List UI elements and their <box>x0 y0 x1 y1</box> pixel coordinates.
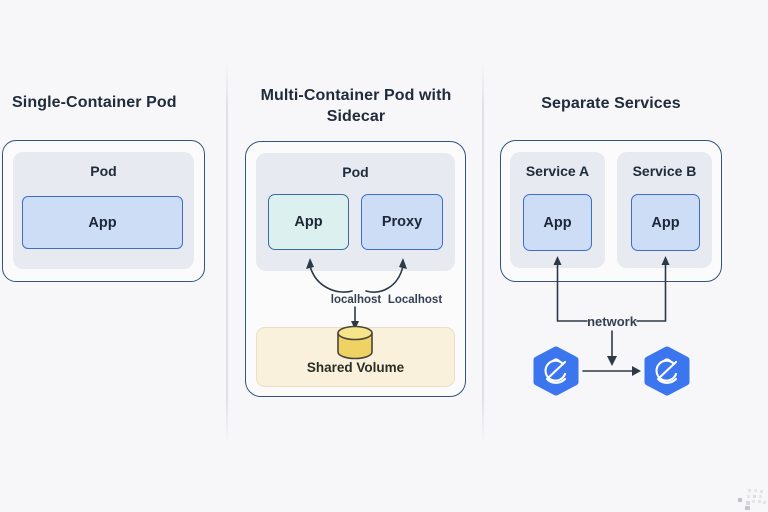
network-label: network <box>587 314 637 329</box>
localhost-label-left: localhost <box>330 294 382 306</box>
watermark <box>738 489 766 510</box>
shared-volume-box <box>256 327 455 387</box>
sidecar-proxy-box: Proxy <box>361 194 443 250</box>
service-b-app-box: App <box>631 194 700 251</box>
sidecar-app-box: App <box>268 194 349 250</box>
single-app-box: App <box>22 196 183 249</box>
panel-title-sidecar-line1: Multi-Container Pod with <box>260 87 452 104</box>
pod-label: Pod <box>342 164 369 180</box>
kubernetes-hexagon-icon <box>533 346 579 396</box>
service-b-label: Service B <box>632 163 697 179</box>
panel-title-services: Separate Services <box>541 95 681 112</box>
panel-title-sidecar-line2: Sidecar <box>326 108 386 125</box>
panel-title-sidecar: Multi-Container Pod with Sidecar <box>240 85 472 127</box>
arrowhead-network-down <box>607 356 617 366</box>
panel-divider-right <box>482 62 484 445</box>
panel-title-single: Single-Container Pod <box>12 94 177 111</box>
shared-volume-label: Shared Volume <box>306 360 405 375</box>
pod-label: Pod <box>90 163 117 179</box>
service-a-label: Service A <box>525 163 590 179</box>
kubernetes-hexagon-icon <box>644 346 690 396</box>
service-a-app-box: App <box>523 194 592 251</box>
localhost-label-right: Localhost <box>387 294 443 306</box>
arrowhead-node-connector <box>632 366 641 376</box>
panel-divider-left <box>226 62 228 445</box>
